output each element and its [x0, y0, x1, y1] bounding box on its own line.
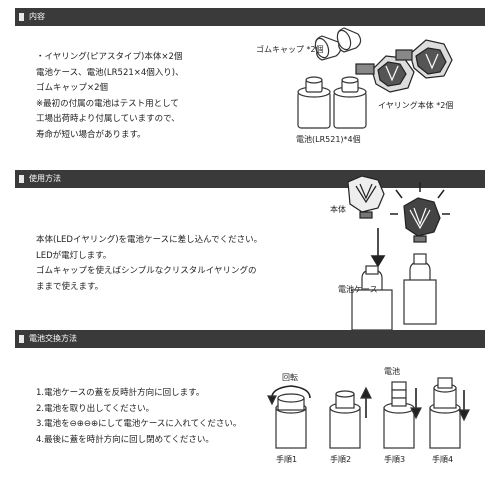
battery-replace-line-3: 3.電池を⊖⊕⊖⊕にして電池ケースに入れてください。: [36, 419, 242, 429]
earring-in-case-icon: [403, 253, 437, 325]
section-battery-replace: 電池交換方法: [15, 330, 485, 348]
label-rubber-cap: ゴムキャップ *2個: [256, 44, 324, 54]
step2-diagram-icon: [329, 386, 372, 449]
label-step2: 手順2: [330, 454, 351, 464]
battery-replace-illustration: 回転 手順1 手順2 電池 手順3 手順4: [267, 366, 470, 464]
usage-illustration: 本体 電池ケース: [330, 175, 450, 331]
earring-body-icon: [355, 39, 453, 93]
step3-diagram-icon: [383, 381, 422, 449]
contents-line-5: 工場出荷時より付属していますので、: [36, 114, 180, 124]
contents-line-1: ・イヤリング(ピアスタイプ)本体×2個: [36, 52, 183, 62]
label-rotate: 回転: [282, 373, 298, 382]
battery-replace-line-2: 2.電池を取り出してください。: [36, 403, 155, 414]
contents-line-6: 寿命が短い場合があります。: [36, 129, 146, 140]
label-step3: 手順3: [384, 454, 405, 464]
usage-line-3: ゴムキャップを使えばシンプルなクリスタルイヤリングの: [36, 266, 257, 276]
battery-replace-line-4: 4.最後に蓋を時計方向に回し閉めてください。: [36, 434, 214, 445]
battery-replace-text: 1.電池ケースの蓋を反時計方向に回します。 2.電池を取り出してください。 3.…: [36, 386, 241, 448]
rubber-cap-icon: [314, 27, 362, 61]
label-step4: 手順4: [432, 454, 453, 464]
section-header-battery-replace: 電池交換方法: [15, 330, 485, 348]
label-battery-step3: 電池: [384, 366, 400, 376]
label-body: 本体: [330, 204, 346, 214]
battery-case-icon: [351, 265, 393, 331]
step4-diagram-icon: [429, 377, 470, 449]
step1-diagram-icon: [267, 385, 311, 449]
arrow-down-icon: [370, 228, 386, 268]
contents-line-4: ※最初の付属の電池はテスト用として: [36, 98, 179, 109]
contents-line-2: 電池ケース、電池(LR521×4個入り)、: [36, 67, 184, 78]
section-header-contents: 内容: [15, 8, 485, 26]
earring-unlit-icon: [347, 175, 385, 219]
usage-line-2: LEDが電灯します。: [36, 250, 112, 261]
contents-illustration: ゴムキャップ *2個 イヤリング本体 *2個 電池(LR521)*4個: [256, 27, 453, 144]
earring-lit-icon: [390, 182, 450, 243]
usage-text: 本体(LEDイヤリング)を電池ケースに差し込んでください。 LEDが電灯します。…: [36, 233, 262, 295]
usage-line-4: ままで使えます。: [36, 281, 104, 292]
label-battery-case: 電池ケース: [338, 284, 378, 294]
label-step1: 手順1: [276, 454, 297, 464]
label-battery: 電池(LR521)*4個: [296, 134, 361, 144]
section-contents: 内容: [15, 8, 485, 26]
contents-text: ・イヤリング(ピアスタイプ)本体×2個 電池ケース、電池(LR521×4個入り)…: [36, 50, 184, 143]
battery-icon: [297, 76, 367, 129]
usage-line-1: 本体(LEDイヤリング)を電池ケースに差し込んでください。: [36, 235, 263, 245]
label-earring-body: イヤリング本体 *2個: [378, 100, 453, 110]
contents-line-3: ゴムキャップ×2個: [36, 83, 109, 93]
battery-replace-line-1: 1.電池ケースの蓋を反時計方向に回します。: [36, 388, 205, 398]
